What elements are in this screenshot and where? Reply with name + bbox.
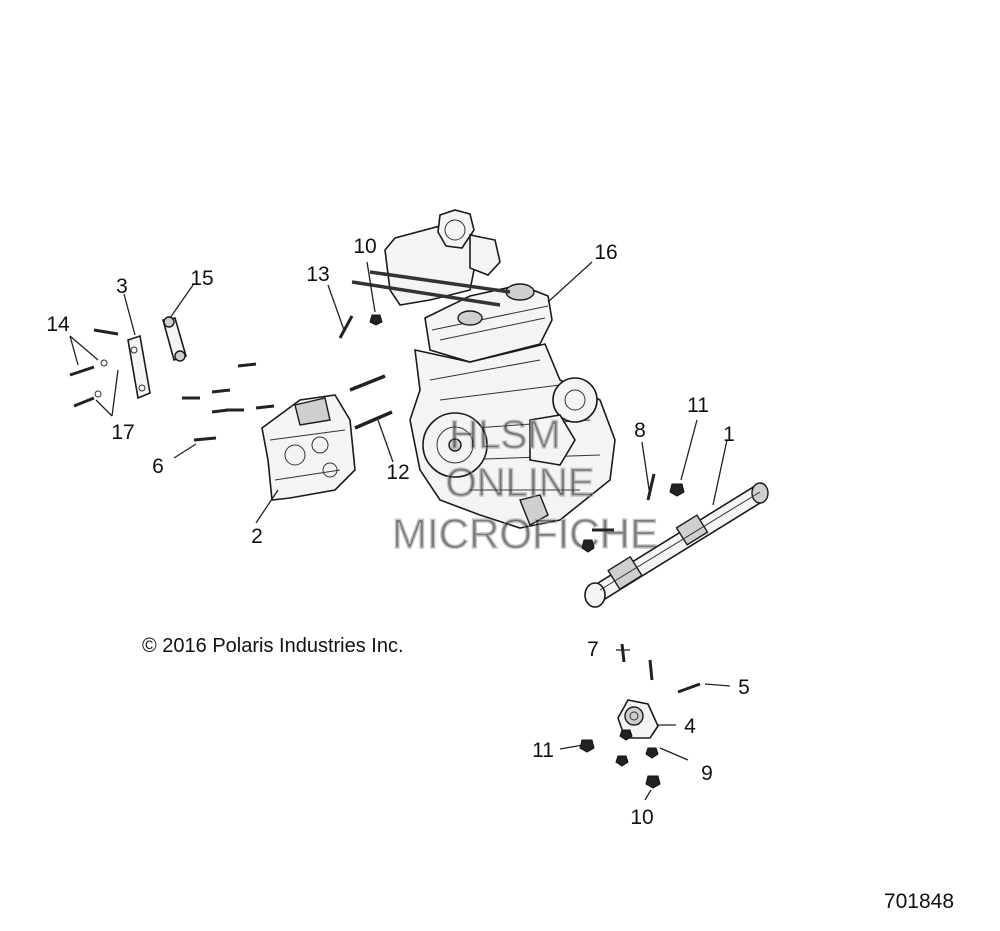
callout-14: 14 <box>46 313 70 336</box>
mount-plate <box>127 334 151 400</box>
callout-16: 16 <box>594 241 617 264</box>
engine-mount-bracket <box>261 394 356 501</box>
figure-number: 701848 <box>884 890 954 913</box>
callout-4: 4 <box>684 715 696 738</box>
callout-17: 17 <box>111 421 134 444</box>
long-bolt-upper <box>349 374 386 392</box>
callout-3: 3 <box>116 275 128 298</box>
watermark: HLSM ONLINE MICROFICHE <box>391 412 658 557</box>
nut-lower-left <box>579 739 595 753</box>
callout-7: 7 <box>587 638 599 661</box>
leader-lines <box>69 261 731 801</box>
callout-labels: 1 2 3 4 5 6 7 8 9 10 10 11 11 12 13 14 1… <box>46 235 750 829</box>
callout-10-bottom: 10 <box>630 806 653 829</box>
callout-15: 15 <box>190 267 213 290</box>
callout-5: 5 <box>738 676 750 699</box>
small-bolts <box>69 314 383 442</box>
callout-1: 1 <box>723 423 735 446</box>
callout-2: 2 <box>251 525 263 548</box>
watermark-line-3: MICROFICHE <box>392 510 658 557</box>
nut-bottom <box>645 775 661 789</box>
callout-13: 13 <box>306 263 329 286</box>
nut-upper <box>669 483 685 497</box>
watermark-line-1: HLSM <box>449 413 560 457</box>
mount-tube <box>584 482 769 608</box>
copyright-notice: © 2016 Polaris Industries Inc. <box>142 635 404 657</box>
callout-6: 6 <box>152 455 164 478</box>
watermark-line-2: ONLINE <box>446 461 595 505</box>
callout-10-top: 10 <box>353 235 376 258</box>
callout-8: 8 <box>634 419 646 442</box>
callout-11-bottom: 11 <box>532 739 554 762</box>
callout-11-right: 11 <box>687 394 709 417</box>
callout-9: 9 <box>701 762 713 785</box>
engine-assembly <box>351 209 616 529</box>
long-bolt-lower <box>354 410 393 430</box>
callout-12: 12 <box>386 461 409 484</box>
